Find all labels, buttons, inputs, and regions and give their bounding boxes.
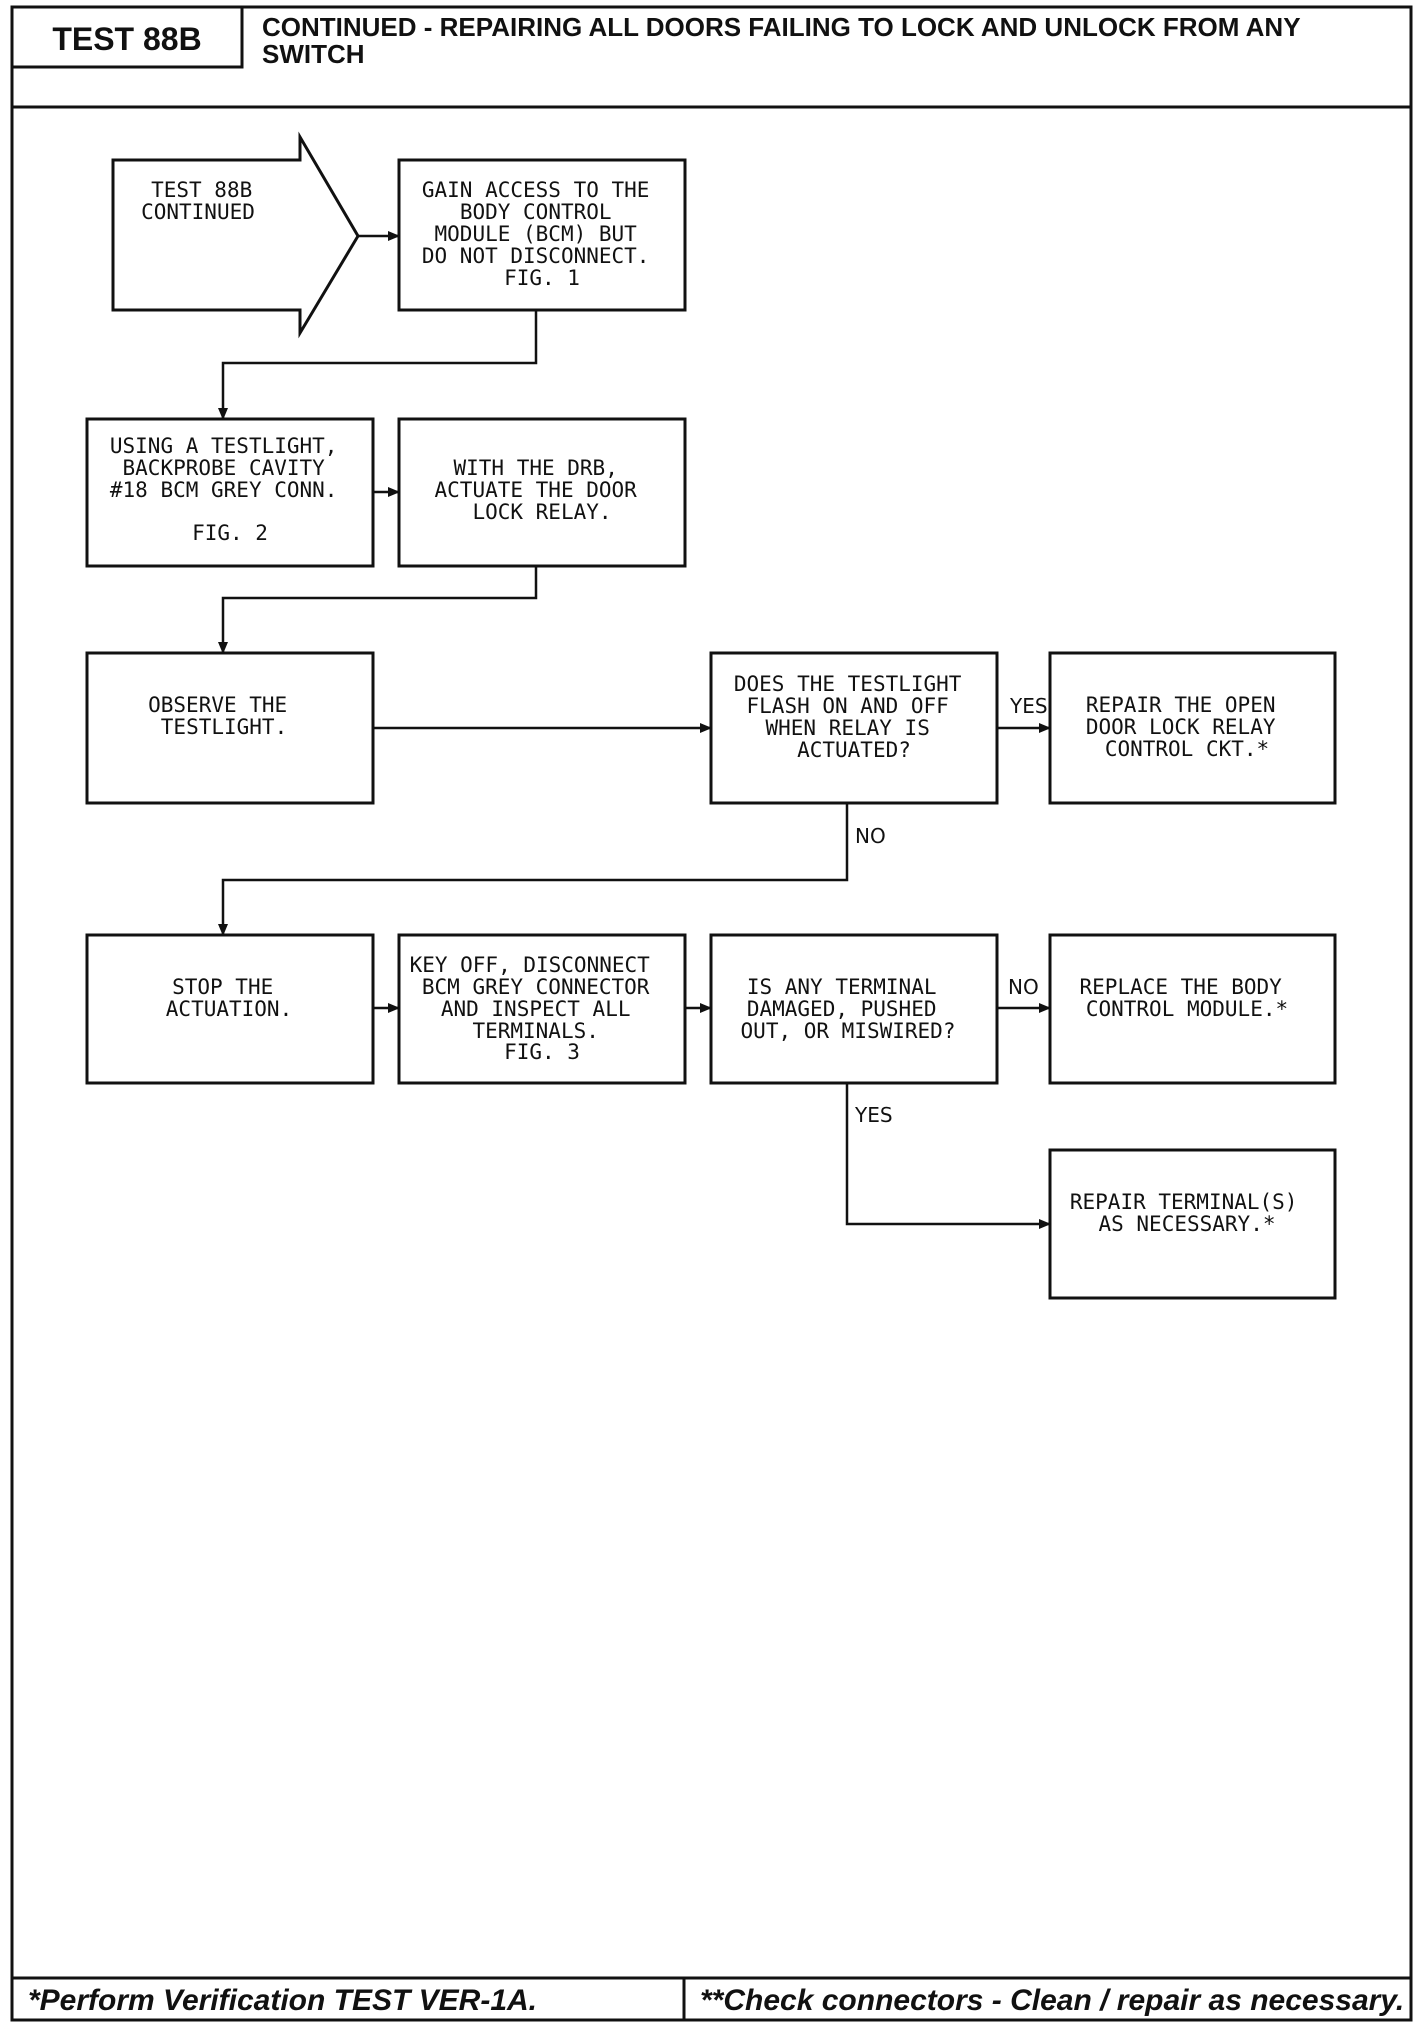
label-yes-flash: YES	[1009, 694, 1048, 718]
page-border	[10, 5, 1413, 2022]
observe-box	[85, 651, 375, 805]
start-text: TEST 88B CONTINUED	[141, 178, 265, 224]
connectors	[218, 231, 1051, 1229]
stop-actuation-text: STOP THE ACTUATION.	[166, 975, 292, 1021]
repair-terminals-box	[1048, 1148, 1337, 1300]
arrow-no-to-stop	[218, 803, 849, 936]
arrow-actuate-to-observe	[218, 566, 538, 654]
actuate-relay-box	[397, 417, 687, 568]
key-off-text: KEY OFF, DISCONNECT BCM GREY CONNECTOR A…	[410, 953, 663, 1064]
footer-verification-note: *Perform Verification TEST VER-1A.	[28, 1984, 537, 2017]
decision-flash-box	[709, 651, 999, 805]
decision-flash-text: DOES THE TESTLIGHT FLASH ON AND OFF WHEN…	[734, 672, 974, 762]
replace-bcm-box	[1048, 933, 1337, 1085]
test-id: TEST 88B	[52, 21, 201, 57]
footer-connector-note: **Check connectors - Clean / repair as n…	[700, 1984, 1404, 2017]
decision-terminal-text: IS ANY TERMINAL DAMAGED, PUSHED OUT, OR …	[741, 975, 956, 1043]
label-yes-terminal: YES	[854, 1103, 893, 1127]
decision-terminal-box	[709, 933, 999, 1085]
observe-text: OBSERVE THE TESTLIGHT.	[148, 693, 300, 739]
repair-open-ckt-box	[1048, 651, 1337, 805]
gain-access-text: GAIN ACCESS TO THE BODY CONTROL MODULE (…	[422, 178, 662, 290]
using-testlight-box	[85, 417, 375, 568]
repair-open-ckt-text: REPAIR THE OPEN DOOR LOCK RELAY CONTROL …	[1086, 693, 1288, 761]
replace-bcm-text: REPLACE THE BODY CONTROL MODULE.*	[1080, 975, 1295, 1021]
arrow-gain-to-testlight	[218, 310, 538, 420]
page-title-line1: CONTINUED - REPAIRING ALL DOORS FAILING …	[262, 12, 1301, 42]
stop-actuation-box	[85, 933, 375, 1085]
label-no-flash: NO	[855, 824, 886, 848]
gain-access-box	[397, 158, 687, 312]
arrow-yes-to-repair-terminals	[845, 1083, 1051, 1229]
header: TEST 88B CONTINUED - REPAIRING ALL DOORS…	[10, 5, 1411, 109]
label-no-terminal: NO	[1008, 975, 1039, 999]
test-id-box	[10, 5, 244, 69]
start-arrow-shape	[111, 131, 360, 339]
page-title-line2: SWITCH	[262, 39, 365, 69]
repair-terminals-text: REPAIR TERMINAL(S) AS NECESSARY.*	[1070, 1190, 1310, 1236]
footer: *Perform Verification TEST VER-1A. **Che…	[12, 1976, 1411, 2020]
using-testlight-text: USING A TESTLIGHT, BACKPROBE CAVITY #18 …	[110, 434, 350, 545]
actuate-relay-text: WITH THE DRB, ACTUATE THE DOOR LOCK RELA…	[435, 456, 650, 524]
